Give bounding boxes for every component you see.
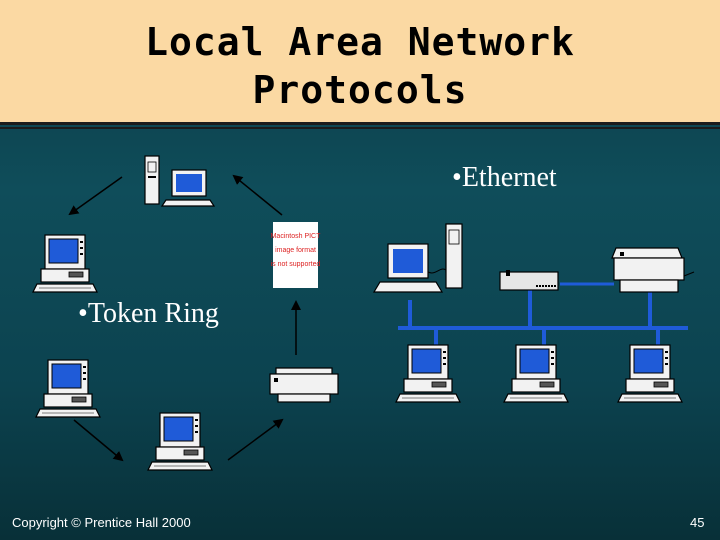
unsupported-image-placeholder: Macintosh PICT image format is not suppo… [271, 222, 322, 288]
token-ring-label-text: Token Ring [87, 298, 219, 329]
slide-title-line2: Protocols [252, 68, 468, 112]
workstation-icon [372, 223, 463, 293]
title-bar [0, 0, 720, 122]
desktop-computer-icon [617, 344, 683, 403]
arrow-icon [73, 419, 124, 462]
ethernet-label: •Ethernet [452, 162, 557, 193]
token-ring-label: •Token Ring [78, 298, 219, 329]
arrow-icon [68, 176, 123, 216]
page-number: 45 [690, 515, 705, 530]
arrow-icon [227, 418, 284, 461]
desktop-computer-icon [395, 344, 461, 403]
placeholder-line-3: is not supported [271, 261, 321, 268]
arrow-icon [232, 174, 283, 216]
token-ring-diagram: Macintosh PICT image format is not suppo… [32, 155, 339, 471]
placeholder-line-2: image format [275, 247, 316, 254]
slide-title-line1: Local Area Network [145, 20, 575, 64]
network-hub-icon [499, 270, 559, 291]
title-divider-thin [0, 127, 720, 129]
title-divider [0, 122, 720, 125]
desktop-computer-icon [147, 412, 213, 471]
desktop-computer-icon [503, 344, 569, 403]
workstation-icon [144, 155, 216, 207]
slide-title: Local Area Network Protocols [0, 18, 720, 114]
placeholder-line-1: Macintosh PICT [271, 233, 322, 240]
printer-icon [269, 367, 339, 403]
printer-icon [611, 247, 695, 293]
ethernet-label-text: Ethernet [461, 162, 557, 193]
desktop-computer-icon [32, 234, 98, 293]
ethernet-diagram [372, 223, 695, 403]
copyright-text: Copyright © Prentice Hall 2000 [12, 515, 191, 530]
desktop-computer-icon [35, 359, 101, 418]
